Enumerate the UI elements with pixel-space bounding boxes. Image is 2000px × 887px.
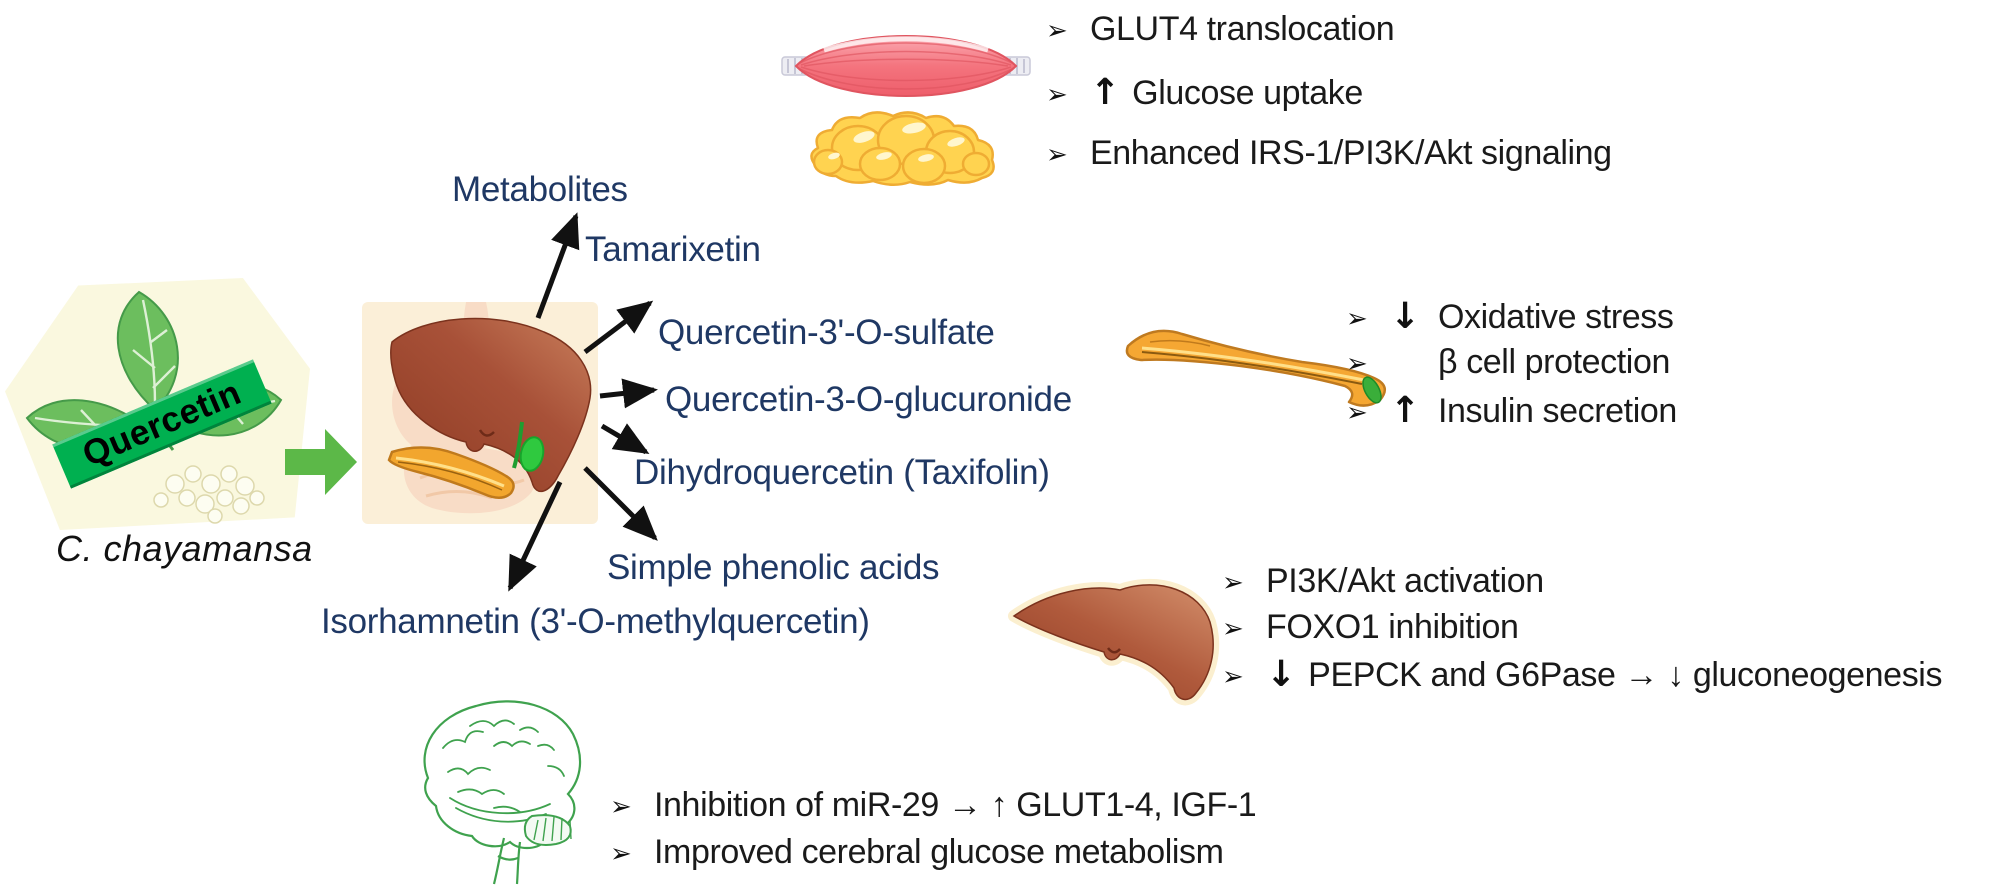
effects-pancreas: ➢ ↓ Oxidative stress ➢ β cell protection ➢ ↑… bbox=[1346, 296, 1677, 434]
bullet-icon: ➢ bbox=[1046, 16, 1068, 46]
bullet-icon: ➢ bbox=[1222, 662, 1244, 692]
effect-text: Improved cerebral glucose metabolism bbox=[654, 833, 1224, 871]
effect-text: Oxidative stress bbox=[1438, 298, 1674, 336]
down-arrow: ↓ bbox=[1266, 654, 1297, 695]
arrow-to-taxifolin bbox=[600, 423, 650, 455]
effect-text: Glucose uptake bbox=[1132, 74, 1363, 112]
effect-line: ➢ ↑ Glucose uptake bbox=[1046, 72, 1612, 116]
effect-line: ➢ GLUT4 translocation bbox=[1046, 10, 1612, 54]
bullet-icon: ➢ bbox=[610, 839, 632, 869]
effect-text: FOXO1 inhibition bbox=[1266, 608, 1519, 646]
metabolite-taxifolin: Dihydroquercetin (Taxifolin) bbox=[634, 453, 1050, 492]
up-arrow: ↑ bbox=[1390, 390, 1421, 431]
skeletal-muscle-icon bbox=[781, 35, 1031, 97]
effect-line: ➢ Inhibition of miR-29 → ↑ GLUT1-4, IGF-1 bbox=[610, 786, 1257, 830]
metabolite-sulfate: Quercetin-3'-O-sulfate bbox=[658, 313, 995, 352]
effects-muscle-adipose: ➢ GLUT4 translocation ➢ ↑ Glucose uptake ➢ E… bbox=[1046, 10, 1612, 178]
effect-line: ➢ ↓ PEPCK and G6Pase → ↓ gluconeogenesis bbox=[1222, 654, 1942, 698]
bullet-icon: ➢ bbox=[1346, 304, 1368, 334]
effects-liver: ➢ PI3K/Akt activation ➢ FOXO1 inhibition ➢… bbox=[1222, 562, 1942, 698]
effect-line: ➢ Enhanced IRS-1/PI3K/Akt signaling bbox=[1046, 134, 1612, 178]
brain-icon bbox=[423, 700, 582, 885]
effect-line: ➢ PI3K/Akt activation bbox=[1222, 562, 1942, 606]
down-arrow: ↓ bbox=[1390, 296, 1421, 337]
metabolite-tamarixetin: Tamarixetin bbox=[585, 230, 761, 269]
species-label: C. chayamansa bbox=[56, 528, 313, 569]
metabolite-isorhamnetin: Isorhamnetin (3'-O-methylquercetin) bbox=[321, 602, 870, 641]
adipose-tissue-icon bbox=[810, 111, 995, 186]
pancreas-icon bbox=[1125, 329, 1387, 407]
bullet-icon: ➢ bbox=[1046, 80, 1068, 110]
bullet-icon: ➢ bbox=[1222, 614, 1244, 644]
bullet-icon: ➢ bbox=[1346, 349, 1368, 379]
effect-text: Insulin secretion bbox=[1438, 392, 1677, 430]
effect-text: GLUT4 translocation bbox=[1090, 10, 1395, 48]
bullet-icon: ➢ bbox=[1346, 398, 1368, 428]
bullet-icon: ➢ bbox=[1046, 140, 1068, 170]
plant-illustration: Quercetin bbox=[5, 278, 310, 530]
gallbladder-shape bbox=[519, 436, 545, 472]
effect-text: β cell protection bbox=[1438, 343, 1670, 381]
metabolite-glucuronide: Quercetin-3-O-glucuronide bbox=[665, 380, 1072, 419]
pancreas-duct-tip bbox=[1362, 376, 1382, 404]
effect-line: ➢ β cell protection bbox=[1346, 343, 1677, 387]
effect-line: ➢ ↑ Insulin secretion bbox=[1346, 390, 1677, 434]
metabolites-heading: Metabolites bbox=[452, 170, 628, 209]
effect-line: ➢ Improved cerebral glucose metabolism bbox=[610, 833, 1256, 877]
effect-line: ➢ FOXO1 inhibition bbox=[1222, 608, 1942, 652]
effect-text: Enhanced IRS-1/PI3K/Akt signaling bbox=[1090, 134, 1612, 172]
liver-icon bbox=[1008, 578, 1220, 706]
effect-text: PI3K/Akt activation bbox=[1266, 562, 1544, 600]
effect-line: ➢ ↓ Oxidative stress bbox=[1346, 296, 1677, 340]
effect-text: PEPCK and G6Pase → ↓ gluconeogenesis bbox=[1308, 656, 1943, 694]
flower-cluster-icon bbox=[153, 465, 265, 524]
effect-text: Inhibition of miR-29 → ↑ GLUT1-4, IGF-1 bbox=[654, 786, 1257, 824]
metabolite-phenolic-acids: Simple phenolic acids bbox=[607, 548, 940, 587]
effects-brain: ➢ Inhibition of miR-29 → ↑ GLUT1-4, IGF-1… bbox=[610, 786, 1257, 877]
up-arrow: ↑ bbox=[1090, 72, 1121, 113]
digestive-organs-illustration bbox=[362, 302, 598, 524]
arrow-to-glucuronide bbox=[599, 378, 658, 409]
bullet-icon: ➢ bbox=[1222, 568, 1244, 598]
flow-arrow-icon bbox=[285, 429, 357, 495]
bullet-icon: ➢ bbox=[610, 792, 632, 822]
